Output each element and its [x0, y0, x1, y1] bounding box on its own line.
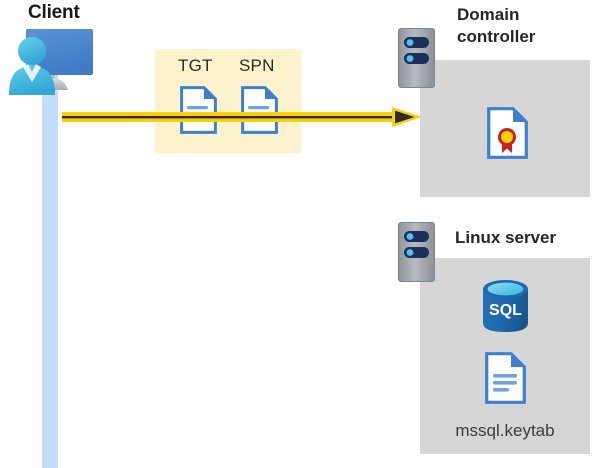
- keytab-document-icon: [485, 352, 526, 404]
- sql-database-icon: SQL: [483, 280, 528, 332]
- tgt-label: TGT: [178, 56, 213, 75]
- domain-controller-title: Domain controller: [457, 4, 597, 48]
- certificate-icon: [487, 107, 528, 159]
- client-lifeline: [42, 60, 58, 468]
- sql-badge-text: SQL: [489, 302, 522, 319]
- linux-server-title: Linux server: [455, 228, 557, 247]
- keytab-file-label: mssql.keytab: [455, 421, 555, 440]
- domain-controller-title-line-2: controller: [457, 27, 536, 46]
- token-highlight-box: [155, 49, 301, 153]
- spn-label: SPN: [239, 56, 275, 75]
- domain-controller-title-line-1: Domain: [457, 5, 520, 24]
- client-to-domain-controller-arrow: [62, 107, 422, 127]
- client-label: Client: [28, 2, 80, 23]
- domain-controller-server-icon: [398, 28, 435, 88]
- user-workstation-icon: [9, 29, 93, 95]
- linux-server-icon: [398, 222, 435, 282]
